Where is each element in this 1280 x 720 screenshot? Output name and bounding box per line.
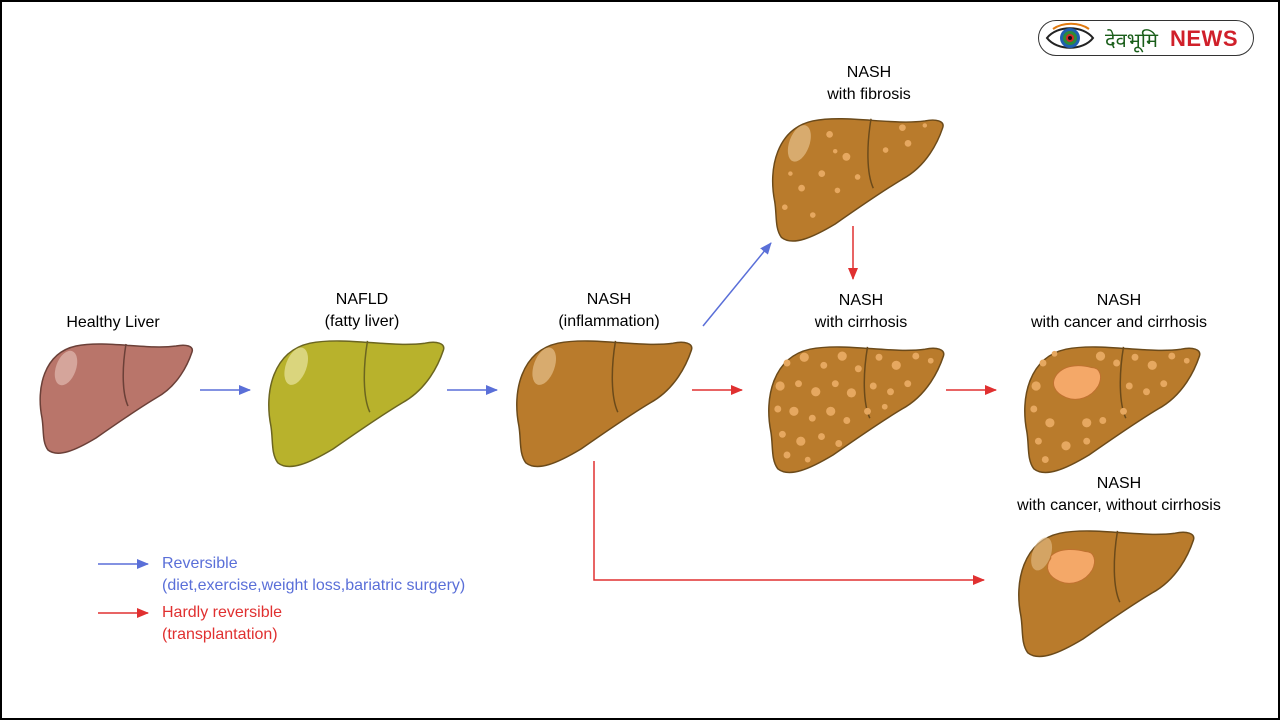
label-nafld: NAFLD (fatty liver) [324,291,400,330]
label-healthy-liver: Healthy Liver [66,314,160,331]
logo-text-hindi: देवभूमि [1105,28,1158,52]
liver-nafld [268,340,445,468]
liver-nash-cancer-cirrhosis [1024,346,1201,474]
arrow-nash-to-fibrosis [702,242,772,327]
arrow-nash-to-cancer-no-cirrhosis [593,461,985,585]
label-nash-cancer-no-cirrhosis: NASH with cancer, without cirrhosis [1017,475,1221,514]
label-nash-fibrosis: NASH with fibrosis [827,64,911,103]
label-nash-cancer-cirrhosis: NASH with cancer and cirrhosis [1030,292,1208,331]
logo-text-news: NEWS [1170,26,1238,51]
liver-nash-fibrosis [771,118,944,242]
label-nash-cirrhosis: NASH with cirrhosis [814,292,908,331]
label-nash-inflammation: NASH (inflammation) [558,291,660,330]
devbhoomi-news-logo: देवभूमि NEWS [1038,20,1254,56]
eye-icon [1045,22,1095,49]
liver-healthy [39,343,194,454]
liver-nash-inflammation [516,340,693,468]
liver-nash-cancer-no-cirrhosis [1018,530,1195,658]
legend-reversible: Reversible (diet,exercise,weight loss,ba… [162,555,466,594]
liver-nash-cirrhosis [768,346,945,474]
legend-hardly-reversible: Hardly reversible (transplantation) [162,604,283,643]
